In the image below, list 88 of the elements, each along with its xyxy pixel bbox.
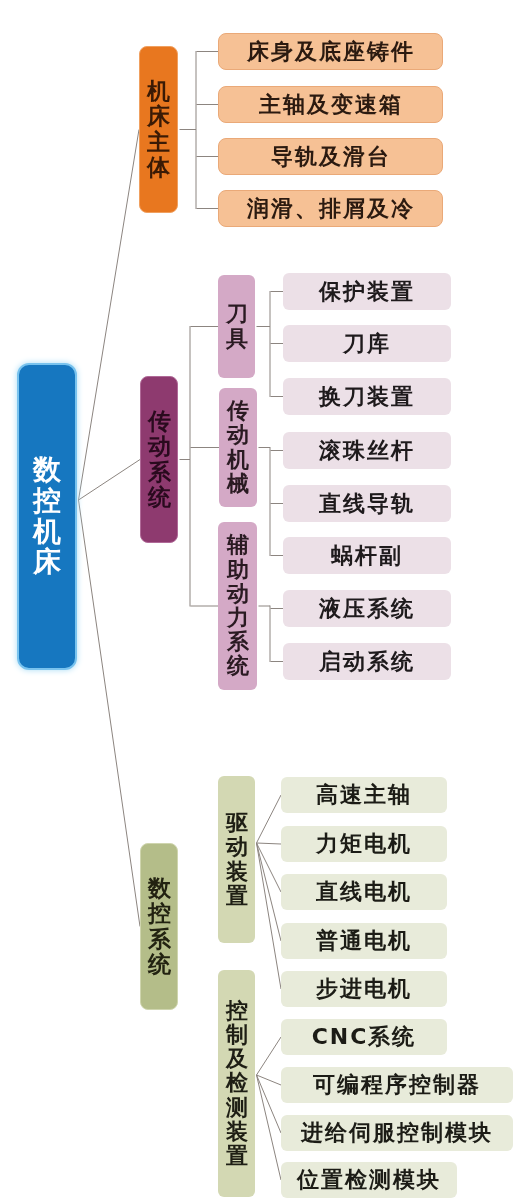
- item-box: [283, 485, 451, 522]
- item-label: 刀库: [343, 332, 391, 355]
- connector-line: [258, 605, 271, 663]
- item-label: 液压系统: [319, 597, 415, 620]
- item-box: [283, 325, 451, 362]
- subcategory-label: 传动机械: [227, 399, 249, 496]
- connector-line: [270, 291, 284, 292]
- category-label: 机床主体: [147, 78, 170, 181]
- connector-line: [270, 555, 284, 556]
- item-box: [283, 590, 451, 627]
- connector-line: [258, 446, 271, 557]
- item-label: 力矩电机: [316, 833, 412, 855]
- item-box: [281, 923, 447, 959]
- item-label: 导轨及滑台: [270, 145, 391, 168]
- item-box: [281, 1162, 457, 1198]
- subcategory-label: 辅助动力系统: [226, 533, 249, 679]
- item-box: [218, 33, 443, 70]
- item-box: [281, 1115, 513, 1151]
- item-box: [281, 1019, 447, 1055]
- item-box: [218, 86, 443, 123]
- connector-line: [196, 51, 219, 52]
- item-label: 直线电机: [316, 881, 412, 903]
- item-label: 换刀装置: [319, 385, 415, 408]
- subcategory-box: [218, 275, 255, 378]
- subcategory-box: [218, 970, 255, 1197]
- connector-line: [256, 1036, 282, 1076]
- category-label: 数控系统: [147, 875, 171, 978]
- connector-line: [196, 104, 219, 105]
- item-box: [281, 971, 447, 1007]
- item-box: [283, 378, 451, 415]
- connector-line: [270, 661, 284, 662]
- connector-line: [270, 450, 284, 451]
- connector-line: [196, 208, 219, 209]
- item-label: 可编程序控制器: [313, 1074, 481, 1096]
- category-box: [139, 46, 178, 213]
- connector-line: [256, 842, 282, 942]
- item-box: [281, 1067, 513, 1103]
- item-box: [283, 643, 451, 680]
- connector-line: [256, 1074, 282, 1181]
- connector-line: [190, 326, 219, 327]
- item-label: 润滑、排屑及冷: [246, 197, 415, 220]
- item-label: 主轴及变速箱: [258, 93, 403, 116]
- subcategory-box: [218, 776, 255, 943]
- connector-line: [256, 842, 282, 845]
- category-label: 传动系统: [147, 408, 171, 511]
- connector-line: [270, 343, 284, 344]
- connector-line: [179, 325, 191, 607]
- connector-line: [256, 1074, 282, 1086]
- subcategory-label: 刀具: [225, 302, 248, 351]
- item-label: 进给伺服控制模块: [301, 1122, 493, 1144]
- subcategory-label: 驱动装置: [225, 811, 248, 908]
- item-box: [281, 777, 447, 813]
- category-box: [140, 843, 178, 1010]
- connector-line: [190, 605, 219, 607]
- connector-line: [256, 794, 282, 844]
- item-label: CNC系统: [311, 1026, 417, 1048]
- item-label: 蜗杆副: [331, 544, 403, 567]
- subcategory-label: 控制及检测装置: [225, 998, 248, 1169]
- connector-line: [270, 396, 284, 397]
- connector-line: [78, 459, 141, 501]
- subcategory-box: [218, 522, 257, 690]
- item-label: 位置检测模块: [297, 1169, 441, 1191]
- item-label: 床身及底座铸件: [246, 40, 415, 63]
- connector-line: [270, 503, 284, 504]
- item-box: [281, 826, 447, 862]
- connector-line: [179, 50, 197, 210]
- item-box: [281, 874, 447, 910]
- item-label: 滚珠丝杆: [319, 439, 415, 462]
- connector-line: [196, 156, 219, 157]
- connector-line: [190, 447, 220, 448]
- root-box: [17, 363, 77, 670]
- item-label: 启动系统: [319, 650, 415, 673]
- item-label: 保护装置: [319, 280, 415, 303]
- connector-line: [256, 1074, 282, 1134]
- item-box: [218, 190, 443, 227]
- item-label: 步进电机: [316, 978, 412, 1000]
- connector-line: [270, 608, 284, 609]
- root-label: 数控机床: [33, 454, 61, 579]
- item-label: 直线导轨: [319, 492, 415, 515]
- item-label: 高速主轴: [316, 784, 412, 806]
- item-box: [283, 273, 451, 310]
- connector-line: [256, 290, 271, 398]
- item-box: [283, 537, 451, 574]
- subcategory-box: [219, 388, 257, 507]
- item-label: 普通电机: [316, 930, 412, 952]
- category-box: [140, 376, 178, 543]
- item-box: [218, 138, 443, 175]
- item-box: [283, 432, 451, 469]
